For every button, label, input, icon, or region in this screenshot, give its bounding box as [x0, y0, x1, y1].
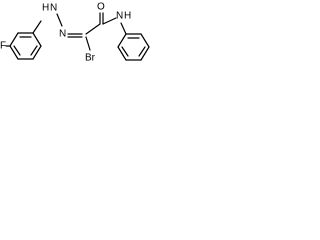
bromine-label: Br	[85, 53, 96, 64]
amide-h-label: H	[124, 11, 131, 22]
c-n-amide-bond	[102, 17, 117, 25]
ring2-bond-5	[117, 46, 127, 61]
fluorophenyl-ring	[9, 32, 42, 60]
chemical-structure: F H N N Br O N H	[0, 2, 150, 64]
ring1-bond-6	[9, 45, 19, 60]
c-c-bond	[85, 23, 101, 35]
oxygen-label: O	[97, 2, 105, 13]
ring1-double-2	[30, 45, 38, 56]
n-phenyl-bond	[120, 22, 127, 35]
ring2-double-3	[121, 46, 129, 57]
ring2-bond-3	[140, 46, 150, 61]
ring2-double-2	[138, 46, 146, 57]
ring1-bond-3	[32, 32, 42, 47]
ring2-bond-2	[140, 33, 150, 48]
hydrazone-n-label: N	[59, 29, 66, 40]
amide-n-label: N	[116, 11, 123, 22]
n-n-bond	[56, 13, 63, 27]
fluorine-label: F	[0, 41, 6, 52]
ring-to-nh-bond	[32, 20, 42, 34]
hydrazone-h-label: H	[42, 3, 49, 14]
molecule-diagram: F H N N Br O N H	[0, 0, 184, 77]
c-br-bond	[85, 36, 91, 51]
phenyl-ring	[117, 33, 150, 61]
ring1-double-3	[13, 45, 21, 56]
ring2-bond-6	[117, 33, 127, 48]
ring1-bond-4	[32, 45, 42, 60]
ring1-bond-1	[9, 32, 19, 47]
hydrazone-nh-n-label: N	[50, 3, 57, 14]
